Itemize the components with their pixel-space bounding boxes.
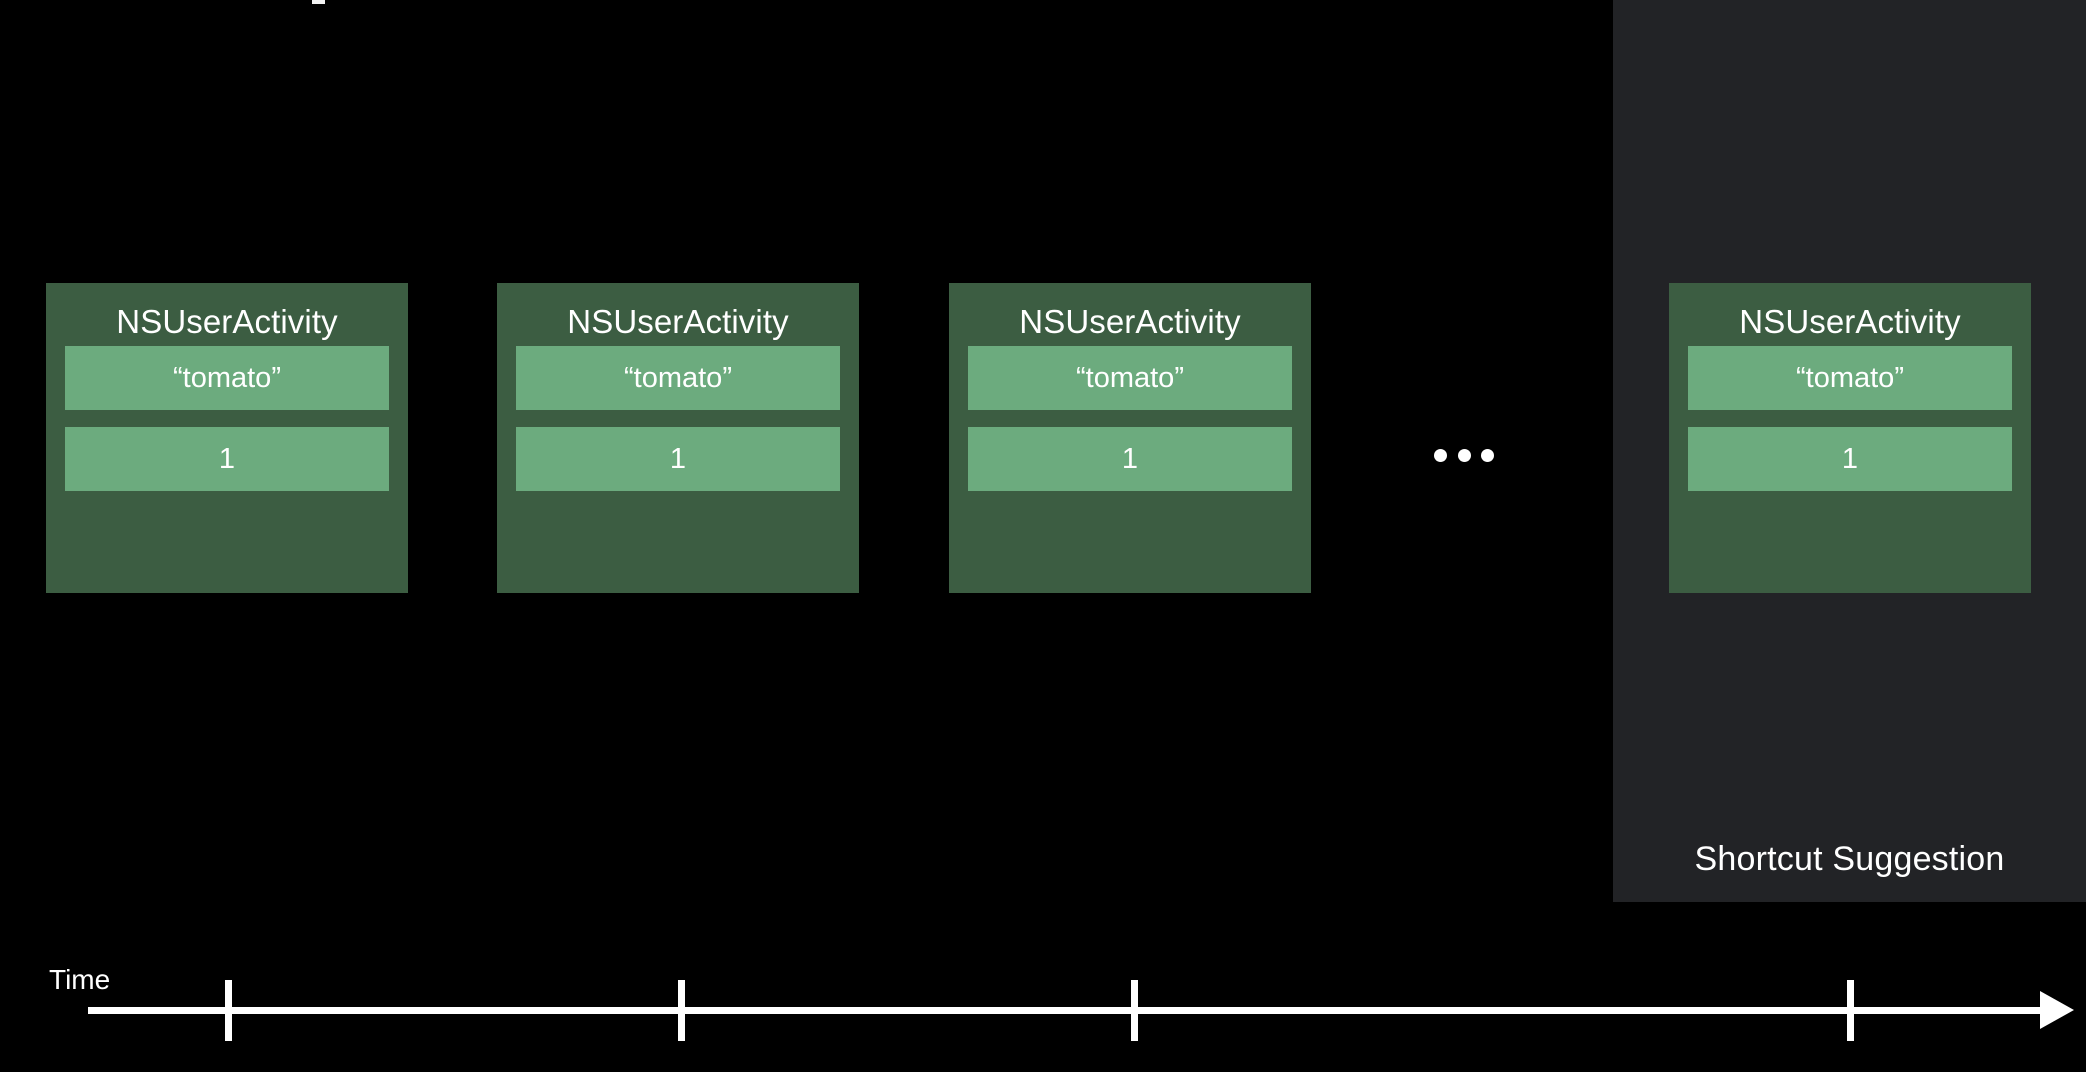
activity-card-field: 1: [968, 427, 1292, 491]
activity-card-field: “tomato”: [1688, 346, 2012, 410]
timeline-arrow-icon: [2040, 991, 2074, 1029]
activity-card: NSUserActivity “tomato” 1: [949, 283, 1311, 593]
shortcut-suggestion-label: Shortcut Suggestion: [1694, 840, 2005, 878]
activity-card: NSUserActivity “tomato” 1: [497, 283, 859, 593]
activity-card-field: 1: [1688, 427, 2012, 491]
activity-card-field: “tomato”: [968, 346, 1292, 410]
ellipsis-dot: [1434, 448, 1447, 462]
timeline-tick: [1847, 980, 1854, 1041]
activity-card-field: 1: [65, 427, 389, 491]
clipped-glyph-fragment: [312, 0, 325, 4]
activity-card-field: “tomato”: [516, 346, 840, 410]
ellipsis-dot: [1481, 448, 1494, 462]
activity-card-title: NSUserActivity: [1739, 303, 1961, 340]
activity-card: NSUserActivity “tomato” 1: [1669, 283, 2031, 593]
ellipsis-icon: [1434, 448, 1494, 462]
timeline-tick: [678, 980, 685, 1041]
ellipsis-dot: [1457, 448, 1471, 462]
timeline-tick: [1131, 980, 1138, 1041]
timeline-tick: [225, 980, 232, 1041]
timeline-axis-line: [88, 1007, 2048, 1014]
activity-card: NSUserActivity “tomato” 1: [46, 283, 408, 593]
activity-card-field: 1: [516, 427, 840, 491]
activity-card-title: NSUserActivity: [116, 303, 338, 340]
timeline-axis-label: Time: [49, 964, 111, 995]
activity-card-title: NSUserActivity: [1019, 303, 1241, 340]
activity-card-field: “tomato”: [65, 346, 389, 410]
activity-card-title: NSUserActivity: [567, 303, 789, 340]
